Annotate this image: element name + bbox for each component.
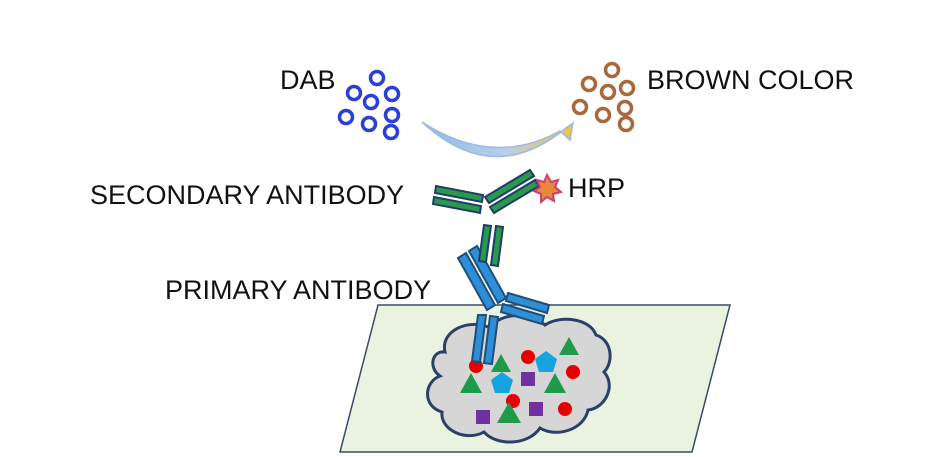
antigen-triangle: [544, 373, 566, 393]
hrp-label: HRP: [568, 173, 625, 203]
brown-product-molecules: [571, 61, 636, 133]
antigen-circle: [521, 350, 535, 364]
reaction-arrow: [421, 121, 575, 158]
secondary-antibody-label: SECONDARY ANTIBODY: [90, 180, 404, 210]
dab-label: DAB: [280, 65, 336, 95]
antigen-pentagon: [535, 351, 557, 372]
antigen-square: [476, 410, 490, 424]
antigen-triangle: [460, 373, 482, 393]
primary-antibody-label: PRIMARY ANTIBODY: [165, 275, 431, 305]
antigen-triangle: [559, 337, 579, 355]
antigen-circle: [558, 402, 572, 416]
antigen-circle: [566, 365, 580, 379]
antigen-square: [529, 402, 543, 416]
antigen-pentagon: [491, 372, 513, 393]
hrp-enzyme: [531, 172, 564, 205]
brown-color-label: BROWN COLOR: [647, 65, 854, 95]
dab-molecules: [337, 69, 401, 141]
antigen-square: [521, 372, 535, 386]
antigens: [460, 337, 580, 424]
cell: [426, 314, 612, 444]
antigen-triangle: [497, 402, 521, 423]
secondary-antibody: [431, 168, 541, 268]
antigen-triangle: [491, 354, 511, 372]
